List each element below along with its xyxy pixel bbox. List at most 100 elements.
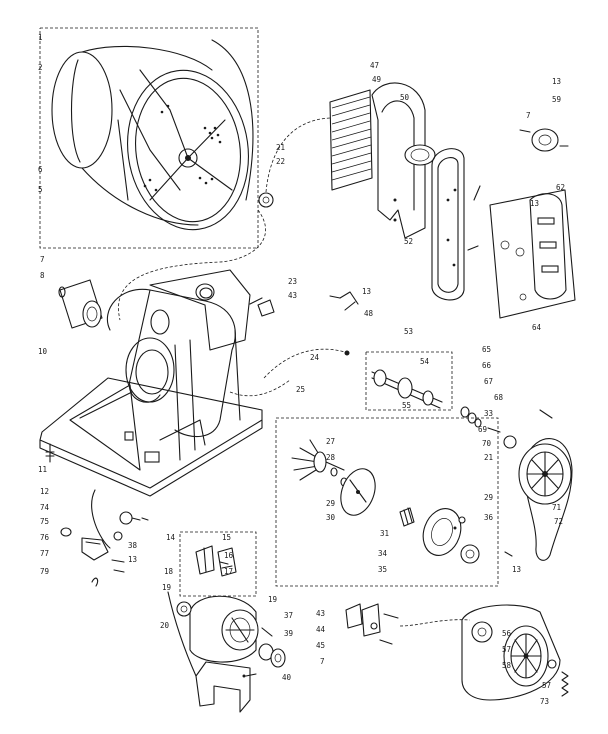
- label-5: 5: [38, 185, 43, 194]
- part-number-labels: 1 2 6 5 21 22 47 49 50 52 13 59 7 62 13 …: [38, 33, 565, 706]
- label-13c: 13: [362, 287, 371, 296]
- label-22: 22: [276, 157, 285, 166]
- blower-shaft-group: [229, 348, 553, 449]
- bearing-housing: [531, 128, 559, 152]
- label-7b: 7: [40, 255, 45, 264]
- drum-perforations: [143, 104, 222, 192]
- blower-opening: [125, 337, 175, 403]
- label-27: 27: [326, 437, 335, 446]
- label-21: 21: [276, 143, 285, 152]
- label-47: 47: [370, 61, 379, 70]
- label-56: 56: [502, 629, 512, 638]
- label-76: 76: [40, 533, 50, 542]
- label-1: 1: [38, 33, 43, 42]
- label-21b: 21: [484, 453, 493, 462]
- duct-gasket-inner: [437, 157, 459, 293]
- label-43b: 43: [316, 609, 325, 618]
- rear-bulkhead-group: [329, 82, 576, 319]
- label-29a: 29: [326, 499, 335, 508]
- label-19b: 19: [268, 595, 277, 604]
- label-34: 34: [378, 549, 388, 558]
- bearing-leader-dash: [265, 117, 331, 193]
- label-65: 65: [482, 345, 491, 354]
- motor-group: [167, 531, 286, 713]
- label-29b: 29: [484, 493, 493, 502]
- label-43a: 43: [288, 291, 297, 300]
- switch-parts: [60, 489, 149, 587]
- label-33: 33: [484, 409, 493, 418]
- blower-wheel-group: [275, 417, 513, 587]
- drum-bottom-edge: [81, 167, 199, 226]
- label-23: 23: [288, 277, 297, 286]
- label-66: 66: [482, 361, 492, 370]
- thermostat: [119, 511, 133, 525]
- label-53: 53: [404, 327, 413, 336]
- label-17: 17: [224, 567, 233, 576]
- shaft-bearing-b: [397, 377, 413, 399]
- drive-pulley-group: [518, 438, 573, 561]
- rear-panel: [489, 189, 576, 319]
- base-brace-left: [69, 384, 141, 471]
- label-6: 6: [38, 165, 43, 174]
- idler-pulley-group: [461, 604, 569, 701]
- blower-group-box: [275, 417, 499, 587]
- felt-panel: [329, 89, 373, 191]
- door-switch: [81, 537, 109, 561]
- label-62: 62: [556, 183, 565, 192]
- tension-spring: [561, 671, 569, 697]
- label-16: 16: [224, 551, 234, 560]
- label-39: 39: [284, 629, 293, 638]
- label-73: 73: [540, 697, 549, 706]
- label-14: 14: [166, 533, 176, 542]
- label-45: 45: [316, 641, 325, 650]
- label-38: 38: [128, 541, 138, 550]
- drum-group-box: [39, 27, 259, 249]
- motor-switch-box: [179, 531, 257, 597]
- label-55: 55: [402, 401, 411, 410]
- shaft-bearing-a: [373, 369, 387, 387]
- label-31: 31: [380, 529, 389, 538]
- label-57: 57: [502, 645, 511, 654]
- clip-23: [257, 299, 275, 317]
- label-18: 18: [164, 567, 174, 576]
- label-50: 50: [400, 93, 410, 102]
- drum-back-inner: [71, 59, 81, 163]
- label-68: 68: [494, 393, 504, 402]
- drive-motor: [189, 595, 257, 663]
- idler-bracket: [345, 603, 471, 645]
- label-13e: 13: [128, 555, 137, 564]
- label-70: 70: [482, 439, 492, 448]
- label-71: 71: [552, 503, 561, 512]
- label-44: 44: [316, 625, 326, 634]
- drum-spider-arms: [149, 109, 233, 201]
- label-52: 52: [404, 237, 413, 246]
- drum-top-edge: [81, 45, 213, 71]
- label-24: 24: [310, 353, 320, 362]
- exhaust-duct-inner: [381, 100, 415, 211]
- label-28: 28: [326, 453, 336, 462]
- label-72: 72: [554, 517, 563, 526]
- label-20: 20: [160, 621, 170, 630]
- motor-pulley: [460, 544, 480, 564]
- label-69: 69: [478, 425, 487, 434]
- shaft-bearing-c: [422, 390, 434, 406]
- drum-back-rim: [51, 51, 113, 169]
- label-2: 2: [38, 63, 43, 72]
- drive-belt: [523, 438, 573, 561]
- idler-washer: [503, 435, 517, 449]
- drum-front-ring: [126, 69, 250, 231]
- drum-front-ring-inner: [134, 77, 242, 223]
- label-7a: 7: [526, 111, 531, 120]
- base-uprights: [174, 329, 241, 461]
- label-12: 12: [40, 487, 49, 496]
- drum-baffle-b: [139, 69, 171, 111]
- label-49: 49: [372, 75, 381, 84]
- blower-housing: [422, 508, 462, 556]
- upper-frame: [149, 269, 251, 351]
- label-25: 25: [296, 385, 305, 394]
- label-7c: 7: [320, 657, 325, 666]
- idler-wheel: [471, 621, 493, 643]
- drum-leader-dash: [118, 209, 266, 321]
- blower-fan: [291, 439, 345, 481]
- label-13a: 13: [552, 77, 561, 86]
